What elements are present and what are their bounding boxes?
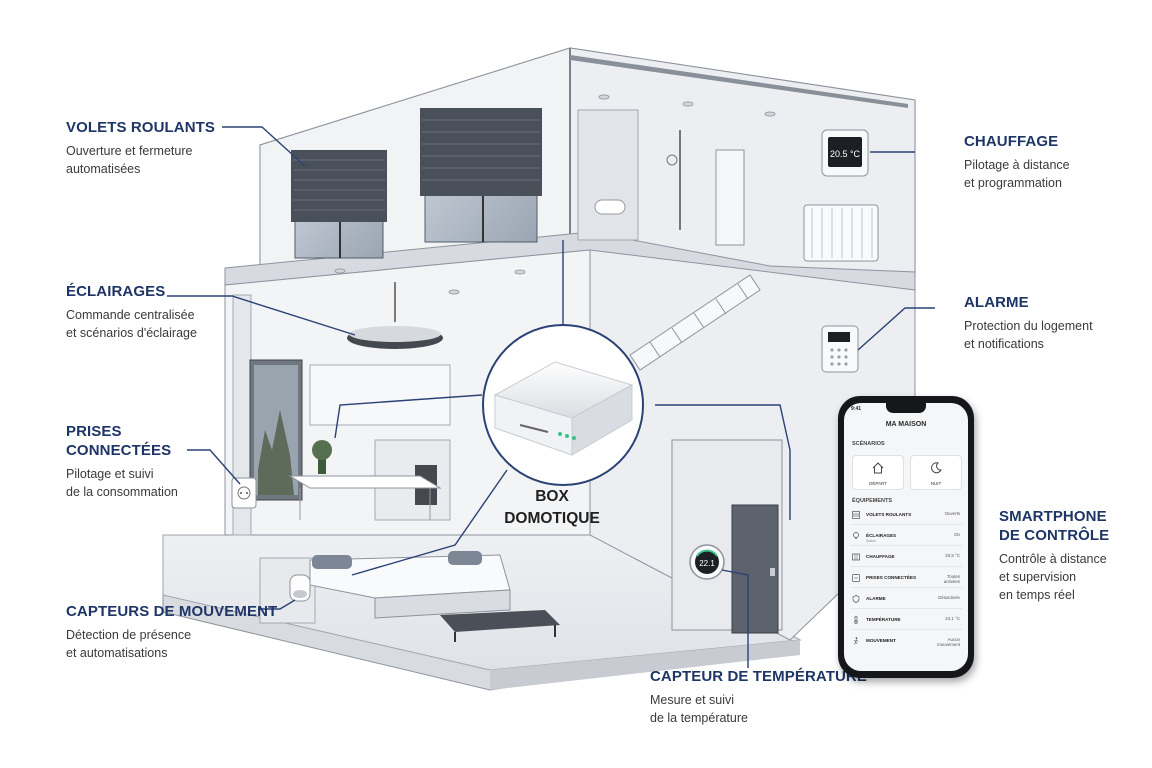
volets-title: VOLETS ROULANTS	[66, 119, 216, 136]
pendant-light	[347, 282, 443, 349]
chauffage-title: CHAUFFAGE	[964, 133, 1059, 150]
eclairages-title: ÉCLAIRAGES	[66, 283, 166, 300]
phone-time: 9:41	[851, 406, 862, 412]
device-name: CHAUFFAGE	[866, 554, 895, 559]
interior-door	[671, 439, 783, 634]
device-status: 22,1 °C	[945, 616, 960, 621]
thermostat-readout: 20.5 °C	[830, 149, 861, 159]
scenario-depart-button[interactable]: DÉPART	[852, 455, 904, 490]
capteur-temperature-title: CAPTEUR DE TEMPÉRATURE	[650, 668, 867, 685]
dining-table	[288, 440, 442, 520]
kitchen	[309, 364, 451, 521]
alarme-title: ALARME	[964, 294, 1029, 311]
phone-app-title: MA MAISON	[885, 421, 927, 428]
device-status: Toutes activées	[943, 574, 960, 584]
device-row-volets[interactable]: VOLETS ROULANTS Ouverts	[850, 508, 962, 525]
device-status: Aucun mouvement	[937, 637, 960, 647]
device-row-eclairages[interactable]: ÉCLAIRAGES Salon On	[850, 529, 962, 546]
device-row-temperature[interactable]: TEMPÉRATURE 22,1 °C	[850, 613, 962, 630]
device-name: MOUVEMENT	[866, 638, 896, 643]
radiator-icon	[852, 553, 860, 561]
device-name: VOLETS ROULANTS	[866, 512, 912, 517]
upper-floor	[224, 47, 916, 291]
coffee-table	[440, 610, 560, 642]
alarm-keypad	[821, 325, 859, 373]
scenario-depart-label: DÉPART	[869, 481, 887, 486]
device-name: ÉCLAIRAGES	[866, 533, 897, 538]
device-row-prises[interactable]: PRISES CONNECTÉES Toutes activées	[850, 571, 962, 588]
home-icon	[872, 462, 884, 474]
device-row-alarme[interactable]: ALARME Désactivée	[850, 592, 962, 609]
device-status: 20,5 °C	[945, 553, 960, 558]
smartphone: 9:41 MA MAISON SCÉNARIOS DÉPART NUIT ÉQU…	[838, 396, 974, 678]
sofa	[309, 551, 511, 619]
thermometer-icon	[854, 616, 858, 624]
radiator	[803, 204, 879, 262]
staircase	[629, 274, 761, 371]
smart-plug	[231, 477, 257, 509]
thermostat: 20.5 °C	[821, 129, 869, 177]
motion-icon	[853, 637, 859, 645]
device-name: PRISES CONNECTÉES	[866, 575, 917, 580]
capteurs-mouvement-title: CAPTEURS DE MOUVEMENT	[66, 603, 278, 620]
device-row-mouvement[interactable]: MOUVEMENT Aucun mouvement	[850, 634, 962, 650]
bathroom	[577, 109, 745, 246]
motion-sensor	[259, 557, 316, 624]
equipements-heading: ÉQUIPEMENTS	[852, 498, 893, 504]
device-status: Ouverts	[944, 511, 960, 516]
device-row-chauffage[interactable]: CHAUFFAGE 20,5 °C	[850, 550, 962, 567]
shutter-icon	[852, 511, 860, 519]
device-status: Désactivée	[938, 595, 960, 600]
box-domotique-hub	[482, 324, 644, 486]
connector-lines	[167, 126, 935, 668]
temp-sensor-readout: 22.1	[699, 559, 715, 568]
device-subtitle: Salon	[866, 539, 876, 543]
phone-screen: 9:41 MA MAISON SCÉNARIOS DÉPART NUIT ÉQU…	[844, 403, 968, 671]
device-status: On	[954, 532, 960, 537]
plug-icon	[852, 574, 860, 582]
device-name: ALARME	[866, 596, 886, 601]
phone-notch	[886, 403, 926, 413]
moon-icon	[931, 462, 942, 474]
scenarios-heading: SCÉNARIOS	[852, 441, 885, 447]
shield-icon	[852, 595, 860, 603]
ceiling-spots	[334, 94, 776, 295]
scenario-nuit-label: NUIT	[930, 481, 942, 486]
device-name: TEMPÉRATURE	[866, 617, 901, 622]
scenario-nuit-button[interactable]: NUIT	[910, 455, 962, 490]
temperature-sensor: 22.1	[689, 544, 725, 580]
rolling-shutter-right	[420, 108, 542, 243]
label-capteurs-mouvement: CAPTEURS DE MOUVEMENT Détection de prése…	[66, 602, 277, 662]
bulb-icon	[853, 532, 859, 539]
rolling-shutter-left	[291, 150, 387, 259]
